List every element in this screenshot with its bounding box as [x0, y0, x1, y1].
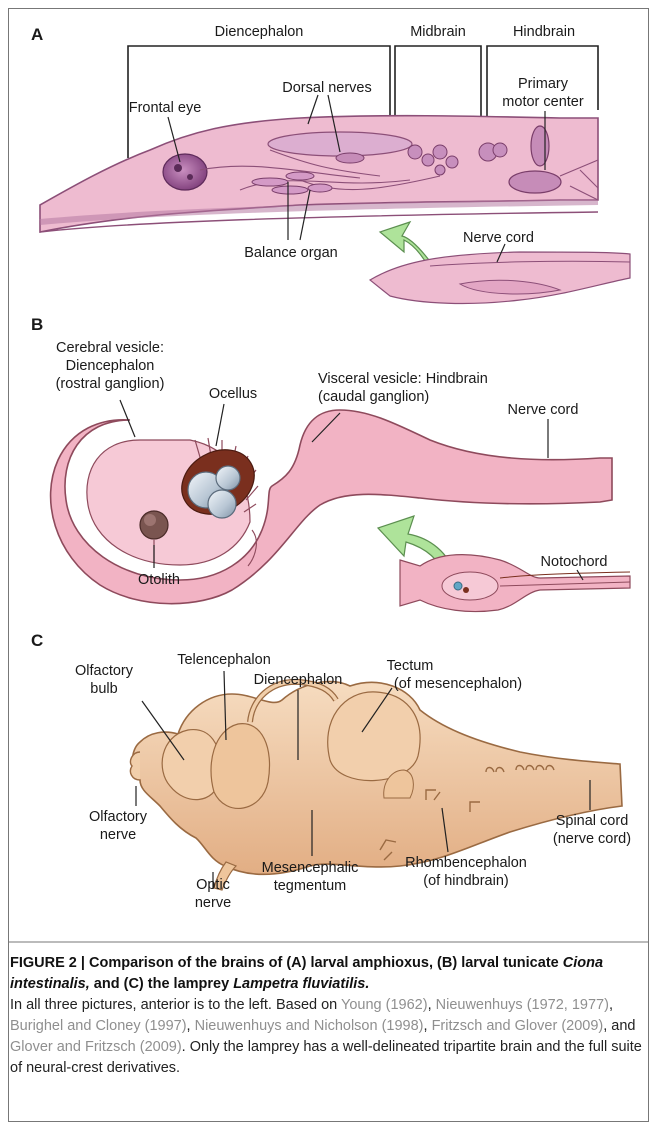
label-rhombencephalon-1: Rhombencephalon	[405, 855, 527, 871]
label-nerve-cord-b: Nerve cord	[508, 402, 579, 418]
primary-motor-center	[509, 171, 561, 193]
label-dorsal-nerves: Dorsal nerves	[282, 80, 371, 96]
label-mesencephalic-1: Mesencephalic	[262, 860, 359, 876]
label-ocellus: Ocellus	[209, 386, 257, 402]
label-mesencephalic-2: tegmentum	[274, 878, 347, 894]
amphioxus-larva-inset	[370, 252, 630, 303]
label-optic-nerve-2: nerve	[195, 895, 231, 911]
ocellus-lens-3	[216, 466, 240, 490]
reference-link[interactable]: Nieuwenhuys and Nicholson (1998)	[195, 1018, 424, 1034]
label-frontal-eye: Frontal eye	[129, 100, 202, 116]
tectum	[328, 692, 420, 781]
ocellus-lens-2	[208, 490, 236, 518]
panel-c: C	[31, 631, 631, 911]
label-nerve-cord-a: Nerve cord	[463, 230, 534, 246]
olfactory-nerve-tip	[130, 752, 140, 780]
label-visceral-2: (caudal ganglion)	[318, 389, 429, 405]
label-balance-organ: Balance organ	[244, 245, 338, 261]
label-rhombencephalon-2: (of hindbrain)	[423, 873, 508, 889]
orientation-arrow-a	[380, 222, 432, 266]
label-olfactory-nerve-1: Olfactory	[89, 809, 148, 825]
panel-a: A Diencephalon Midbrain Hindbrain	[31, 24, 630, 303]
label-primary-1: Primary	[518, 76, 569, 92]
label-telencephalon: Telencephalon	[177, 652, 271, 668]
label-notochord: Notochord	[541, 554, 608, 570]
label-visceral-1: Visceral vesicle: Hindbrain	[318, 371, 488, 387]
label-cerebral-1: Cerebral vesicle:	[56, 340, 164, 356]
label-tectum-2: (of mesencephalon)	[394, 676, 522, 692]
frontal-eye	[163, 154, 207, 190]
panel-c-letter: C	[31, 631, 43, 650]
caption-text: In all three pictures, anterior is to th…	[10, 997, 341, 1013]
panel-a-letter: A	[31, 25, 43, 44]
lamellar-body	[268, 132, 412, 156]
reference-link[interactable]: Burighel and Cloney (1997)	[10, 1018, 187, 1034]
midbrain-bracket	[395, 46, 481, 120]
inset-ocellus	[454, 582, 462, 590]
label-diencephalon-c: Diencephalon	[254, 672, 343, 688]
figure-caption: FIGURE 2 | Comparison of the brains of (…	[10, 953, 650, 1079]
reference-link[interactable]: Fritzsch and Glover (2009)	[432, 1018, 604, 1034]
label-midbrain: Midbrain	[410, 24, 466, 40]
otolith	[140, 511, 168, 539]
caption-title: FIGURE 2 | Comparison of the brains of (…	[10, 955, 603, 992]
reference-link[interactable]: Glover and Fritzsch (2009)	[10, 1039, 182, 1055]
label-olfactory-bulb-2: bulb	[90, 681, 117, 697]
label-primary-2: motor center	[502, 94, 584, 110]
label-otolith: Otolith	[138, 572, 180, 588]
frontal-eye-pigment	[174, 164, 182, 172]
reference-link[interactable]: Young (1962)	[341, 997, 428, 1013]
label-cerebral-2: Diencephalon	[66, 358, 155, 374]
panel-b-letter: B	[31, 315, 43, 334]
leader-ocellus	[216, 404, 224, 446]
label-spinal-cord-1: Spinal cord	[556, 813, 629, 829]
label-diencephalon: Diencephalon	[215, 24, 304, 40]
label-optic-nerve-1: Optic	[196, 877, 230, 893]
reference-link[interactable]: Nieuwenhuys (1972, 1977)	[436, 997, 609, 1013]
label-cerebral-3: (rostral ganglion)	[56, 376, 165, 392]
panel-b: B Cerebral vesicle: Diencephalon	[31, 315, 630, 612]
telencephalon-lobe	[211, 724, 270, 809]
label-hindbrain: Hindbrain	[513, 24, 575, 40]
label-spinal-cord-2: (nerve cord)	[553, 831, 631, 847]
label-tectum-1: Tectum	[387, 658, 434, 674]
label-olfactory-nerve-2: nerve	[100, 827, 136, 843]
leader-cerebral-vesicle	[120, 400, 135, 437]
label-olfactory-bulb-1: Olfactory	[75, 663, 134, 679]
